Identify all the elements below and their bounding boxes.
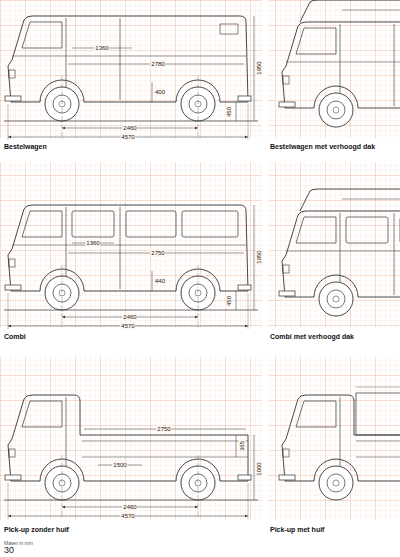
pickup-drawing [4,395,258,519]
dimension-label: 1950 [256,249,263,264]
combi-drawing [4,205,258,329]
caption: Combi met verhoogd dak [270,332,354,341]
high-roof-combi-drawing [279,189,400,316]
dimension-label: 2780 [150,61,165,68]
van-drawing [4,16,258,140]
dimension-label: 2750 [156,426,171,433]
caption: Pick-up zonder huif [4,525,69,534]
dimension-label: 2460 [122,504,137,511]
dimension-label: 1500 [112,462,127,469]
dimension-label: 1000 [256,461,263,476]
caption: Pick-up met huif [270,525,324,534]
dimension-label: 1360 [85,240,100,247]
dimension-label: 2460 [122,314,137,321]
dimension-label: 2750 [150,250,165,257]
dimension-label: 2460 [122,125,137,132]
dimension-label: 1950 [256,60,263,75]
high-roof-van-drawing [279,0,400,127]
dimension-label: 450 [226,295,233,307]
dimension-label: 400 [154,89,166,96]
dimension-label: 4570 [120,134,135,141]
dimension-label: 1360 [94,45,109,52]
dimension-label: 440 [154,278,166,285]
dimension-label: 4570 [120,513,135,520]
caption: Bestelwagen [4,142,47,151]
caption: Bestelwagen met verhoogd dak [270,142,375,151]
dimension-label: 4570 [120,323,135,330]
dimension-label: 450 [226,106,233,118]
caption: Combi [4,332,26,341]
dimension-label: 365 [239,440,246,452]
pickup-canopy-drawing [279,387,400,500]
page-number: 30 [4,545,14,555]
